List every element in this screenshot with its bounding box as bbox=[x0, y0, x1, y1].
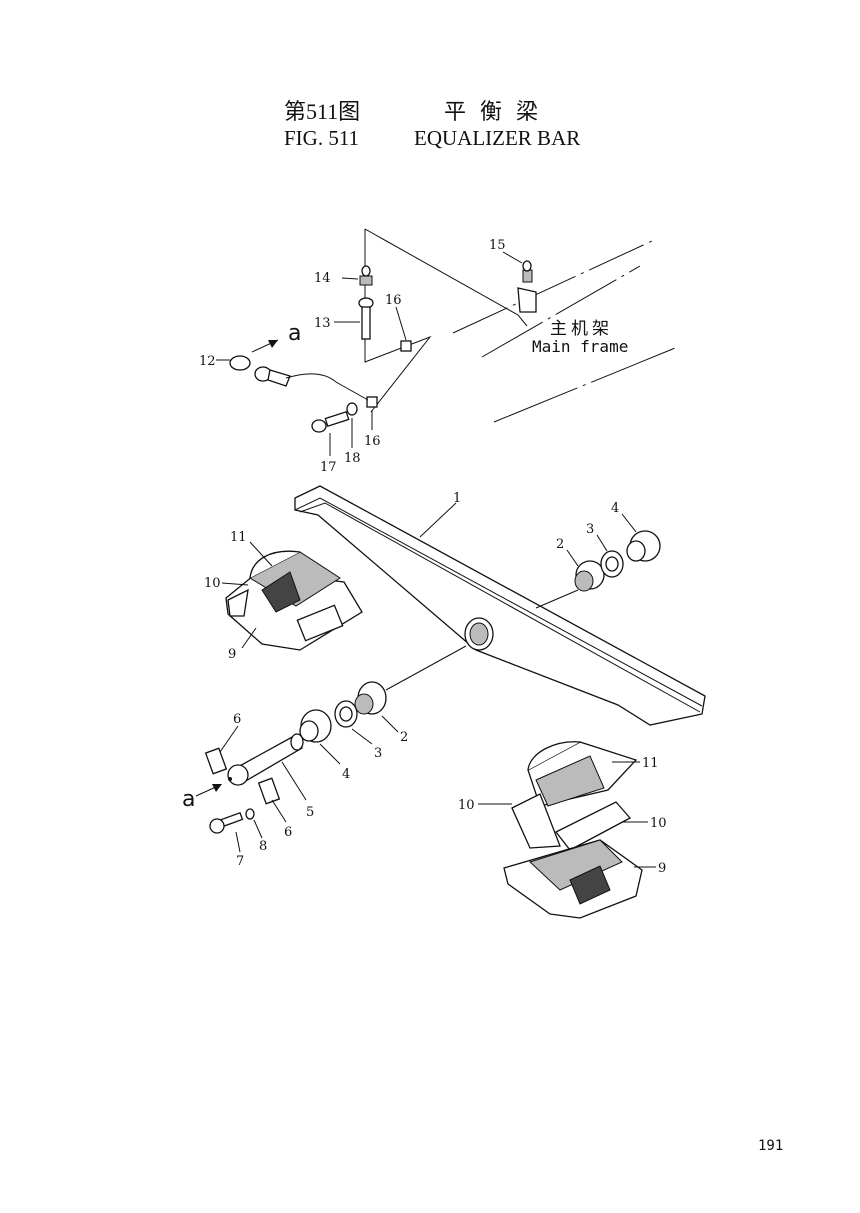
bolt-17 bbox=[311, 410, 350, 433]
clip-16-upper bbox=[400, 340, 412, 352]
pin-5 bbox=[227, 733, 304, 786]
leader-15 bbox=[502, 251, 523, 264]
saddle-assembly-left bbox=[225, 550, 363, 651]
bushing-4-left bbox=[299, 709, 332, 743]
part-label-16-lower: 16 bbox=[364, 434, 381, 449]
part-label-11-left: 11 bbox=[230, 530, 247, 545]
leader-10-left bbox=[221, 582, 249, 586]
part-label-2-right: 2 bbox=[556, 537, 564, 552]
part-label-10-right-a: 10 bbox=[458, 798, 475, 813]
part-label-5: 5 bbox=[306, 805, 314, 820]
view-label-a-bottom: a bbox=[182, 787, 195, 812]
leader-2-right bbox=[566, 549, 579, 567]
bolt-7 bbox=[209, 811, 244, 834]
leader-14 bbox=[341, 277, 359, 280]
part-label-7: 7 bbox=[236, 854, 244, 869]
leader-3-left bbox=[351, 728, 373, 745]
part-label-2-left: 2 bbox=[400, 730, 408, 745]
bushing-2-right bbox=[574, 560, 605, 592]
view-label-a-top: a bbox=[288, 321, 301, 346]
bushing-2-left bbox=[354, 681, 387, 715]
liner-10-right bbox=[511, 793, 632, 851]
leader-4-right bbox=[621, 513, 637, 533]
part-label-10-left: 10 bbox=[204, 576, 221, 591]
leader-16-upper bbox=[395, 306, 407, 341]
grease-fitting-14 bbox=[359, 265, 373, 286]
main-frame-label-en: Main frame bbox=[532, 337, 628, 356]
leader-axis-left bbox=[385, 645, 467, 691]
title-en-name: EQUALIZER BAR bbox=[414, 126, 581, 150]
leader-6-upper bbox=[219, 725, 239, 753]
part-label-6-upper: 6 bbox=[233, 712, 241, 727]
main-frame-label-cn: 主机架 bbox=[550, 319, 613, 339]
part-label-18: 18 bbox=[344, 451, 361, 466]
part-label-16-upper: 16 bbox=[385, 293, 402, 308]
plate-6-upper bbox=[204, 747, 228, 775]
part-label-17: 17 bbox=[320, 460, 337, 475]
washer-18 bbox=[346, 402, 358, 416]
part-label-6-lower: 6 bbox=[284, 825, 292, 840]
leader-2-left bbox=[381, 715, 399, 733]
leader-axis-right bbox=[535, 589, 579, 609]
leader-11-left bbox=[249, 541, 273, 567]
part-label-10-right-b: 10 bbox=[650, 816, 667, 831]
title-cn-fig: 第511图 bbox=[284, 99, 361, 124]
part-label-3-right: 3 bbox=[586, 522, 594, 537]
lube-bracket-frame bbox=[364, 228, 528, 413]
part-label-1: 1 bbox=[453, 491, 461, 506]
part-label-12: 12 bbox=[199, 354, 216, 369]
leader-6-lower bbox=[271, 799, 287, 823]
part-label-4-left: 4 bbox=[342, 767, 350, 782]
title-cn-name: 平衡梁 bbox=[444, 99, 553, 124]
leader-1 bbox=[419, 502, 457, 538]
saddle-9-right bbox=[503, 839, 643, 919]
page-number: 191 bbox=[758, 1138, 784, 1154]
elbow-fitting-12 bbox=[229, 355, 291, 387]
equalizer-bar bbox=[294, 485, 706, 726]
main-frame-lines bbox=[452, 240, 681, 423]
leader-4-left bbox=[319, 743, 341, 765]
part-label-8: 8 bbox=[259, 839, 267, 854]
bushing-4-right bbox=[626, 530, 661, 562]
title-en-fig: FIG. 511 bbox=[284, 126, 360, 150]
cap-11-right bbox=[527, 741, 638, 807]
part-label-15: 15 bbox=[489, 238, 506, 253]
tube-13 bbox=[358, 297, 374, 340]
part-label-11-right: 11 bbox=[642, 756, 659, 771]
part-label-4-right: 4 bbox=[611, 501, 619, 516]
bearing-3-left bbox=[334, 700, 358, 728]
part-label-13: 13 bbox=[314, 316, 331, 331]
arrow-a-top-head bbox=[268, 340, 278, 348]
leader-8 bbox=[253, 819, 263, 839]
part-label-3-left: 3 bbox=[374, 746, 382, 761]
arrow-a-bottom-head bbox=[212, 784, 222, 792]
part-label-14: 14 bbox=[314, 271, 331, 286]
part-label-9-right: 9 bbox=[658, 861, 666, 876]
bearing-3-right bbox=[600, 550, 624, 578]
part-label-9-left: 9 bbox=[228, 647, 236, 662]
plate-6-lower bbox=[257, 777, 281, 805]
leader-5 bbox=[281, 761, 307, 801]
leader-7 bbox=[235, 831, 241, 853]
clip-16-lower bbox=[366, 396, 378, 408]
leader-9-left bbox=[241, 627, 257, 649]
grease-fitting-15 bbox=[517, 260, 537, 313]
washer-8 bbox=[245, 808, 255, 820]
hose bbox=[285, 373, 369, 401]
leader-3-right bbox=[596, 534, 608, 552]
